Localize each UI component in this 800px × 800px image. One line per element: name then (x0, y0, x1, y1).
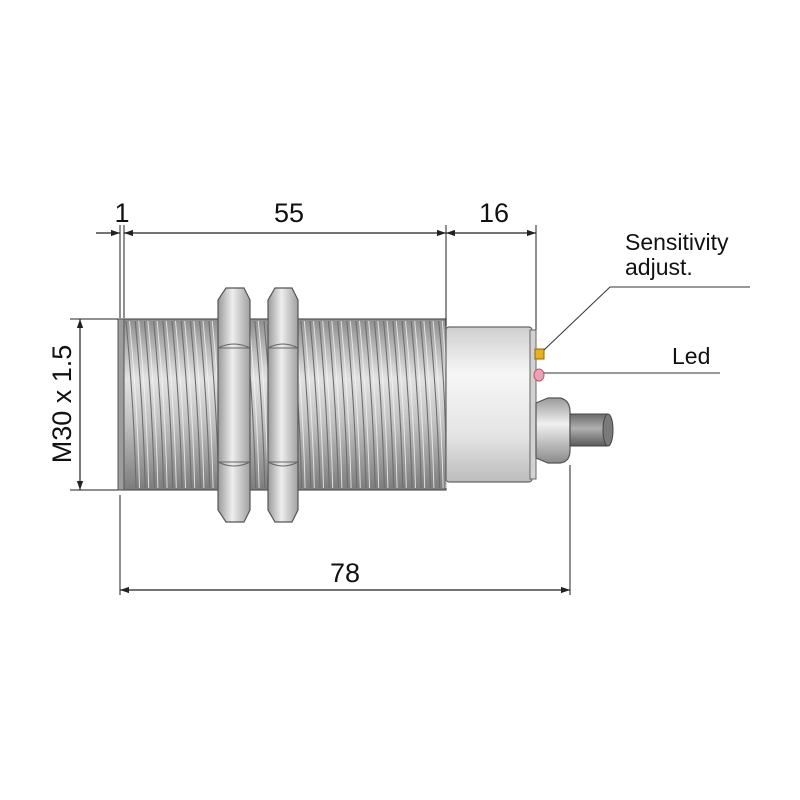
thread-crest (303, 320, 315, 489)
nut-right (267, 287, 299, 523)
dim-flange-text: 1 (114, 198, 129, 228)
cable-gland (535, 397, 571, 464)
thread-crest (202, 320, 214, 489)
thread-groove (355, 320, 367, 489)
thread-groove (199, 320, 211, 489)
dim-head-length-text: 16 (479, 198, 509, 228)
thread-crest (414, 320, 426, 489)
thread-crest (405, 320, 416, 489)
nut-left (217, 287, 251, 523)
callout-sensitivity: Sensitivity adjust. (543, 229, 750, 351)
dim-overall-length-text: 78 (330, 558, 360, 588)
thread-groove (401, 320, 413, 489)
thread-crest (248, 320, 260, 489)
thread-groove (300, 320, 312, 489)
dim-thread-spec-text: M30 x 1.5 (47, 345, 77, 464)
barrel-front-face (117, 318, 125, 491)
extension-lines (70, 225, 571, 595)
thread-crest (340, 320, 352, 489)
callout-led: Led (544, 343, 720, 374)
thread-crest (313, 320, 324, 489)
thread-crest (432, 320, 444, 489)
dim-thread-length-text: 55 (274, 198, 304, 228)
thread-crest (184, 320, 196, 489)
thread-groove (337, 320, 349, 489)
sensitivity-adjust-screw (534, 348, 545, 360)
thread-crest (349, 320, 361, 489)
thread-groove (143, 320, 155, 489)
thread-crest (331, 320, 343, 489)
thread-groove (171, 320, 183, 489)
callout-sensitivity-line1: Sensitivity (625, 229, 729, 255)
thread-crest (138, 320, 150, 489)
thread-groove (125, 320, 137, 489)
thread-groove (373, 320, 385, 489)
thread-groove (254, 320, 266, 489)
thread-crest (423, 320, 435, 489)
thread-crest (386, 320, 398, 489)
callout-led-text: Led (672, 343, 710, 369)
thread-groove (189, 320, 201, 489)
thread-groove (309, 320, 321, 489)
thread-groove (318, 320, 330, 489)
thread-groove (153, 320, 165, 489)
thread-groove (346, 320, 358, 489)
thread-crest (175, 320, 186, 489)
cable (569, 413, 614, 447)
thread-groove (383, 320, 395, 489)
thread-groove (364, 320, 376, 489)
sensor-head (445, 326, 537, 483)
thread-crest (147, 320, 159, 489)
thread-groove (429, 320, 441, 489)
thread-groove (180, 320, 192, 489)
thread-groove (162, 320, 174, 489)
thread-groove (410, 320, 422, 489)
thread-groove (392, 320, 404, 489)
thread-crest (322, 320, 334, 489)
led-indicator (533, 368, 545, 382)
thread-groove (134, 320, 146, 489)
callout-sensitivity-line2: adjust. (625, 254, 693, 280)
thread-groove (419, 320, 431, 489)
thread-groove (327, 320, 339, 489)
thread-crest (165, 320, 177, 489)
thread-crest (368, 320, 380, 489)
thread-crest (193, 320, 205, 489)
thread-crest (129, 320, 140, 489)
thread-crest (395, 320, 407, 489)
thread-crest (359, 320, 370, 489)
thread-crest (156, 320, 168, 489)
thread-crest (377, 320, 389, 489)
